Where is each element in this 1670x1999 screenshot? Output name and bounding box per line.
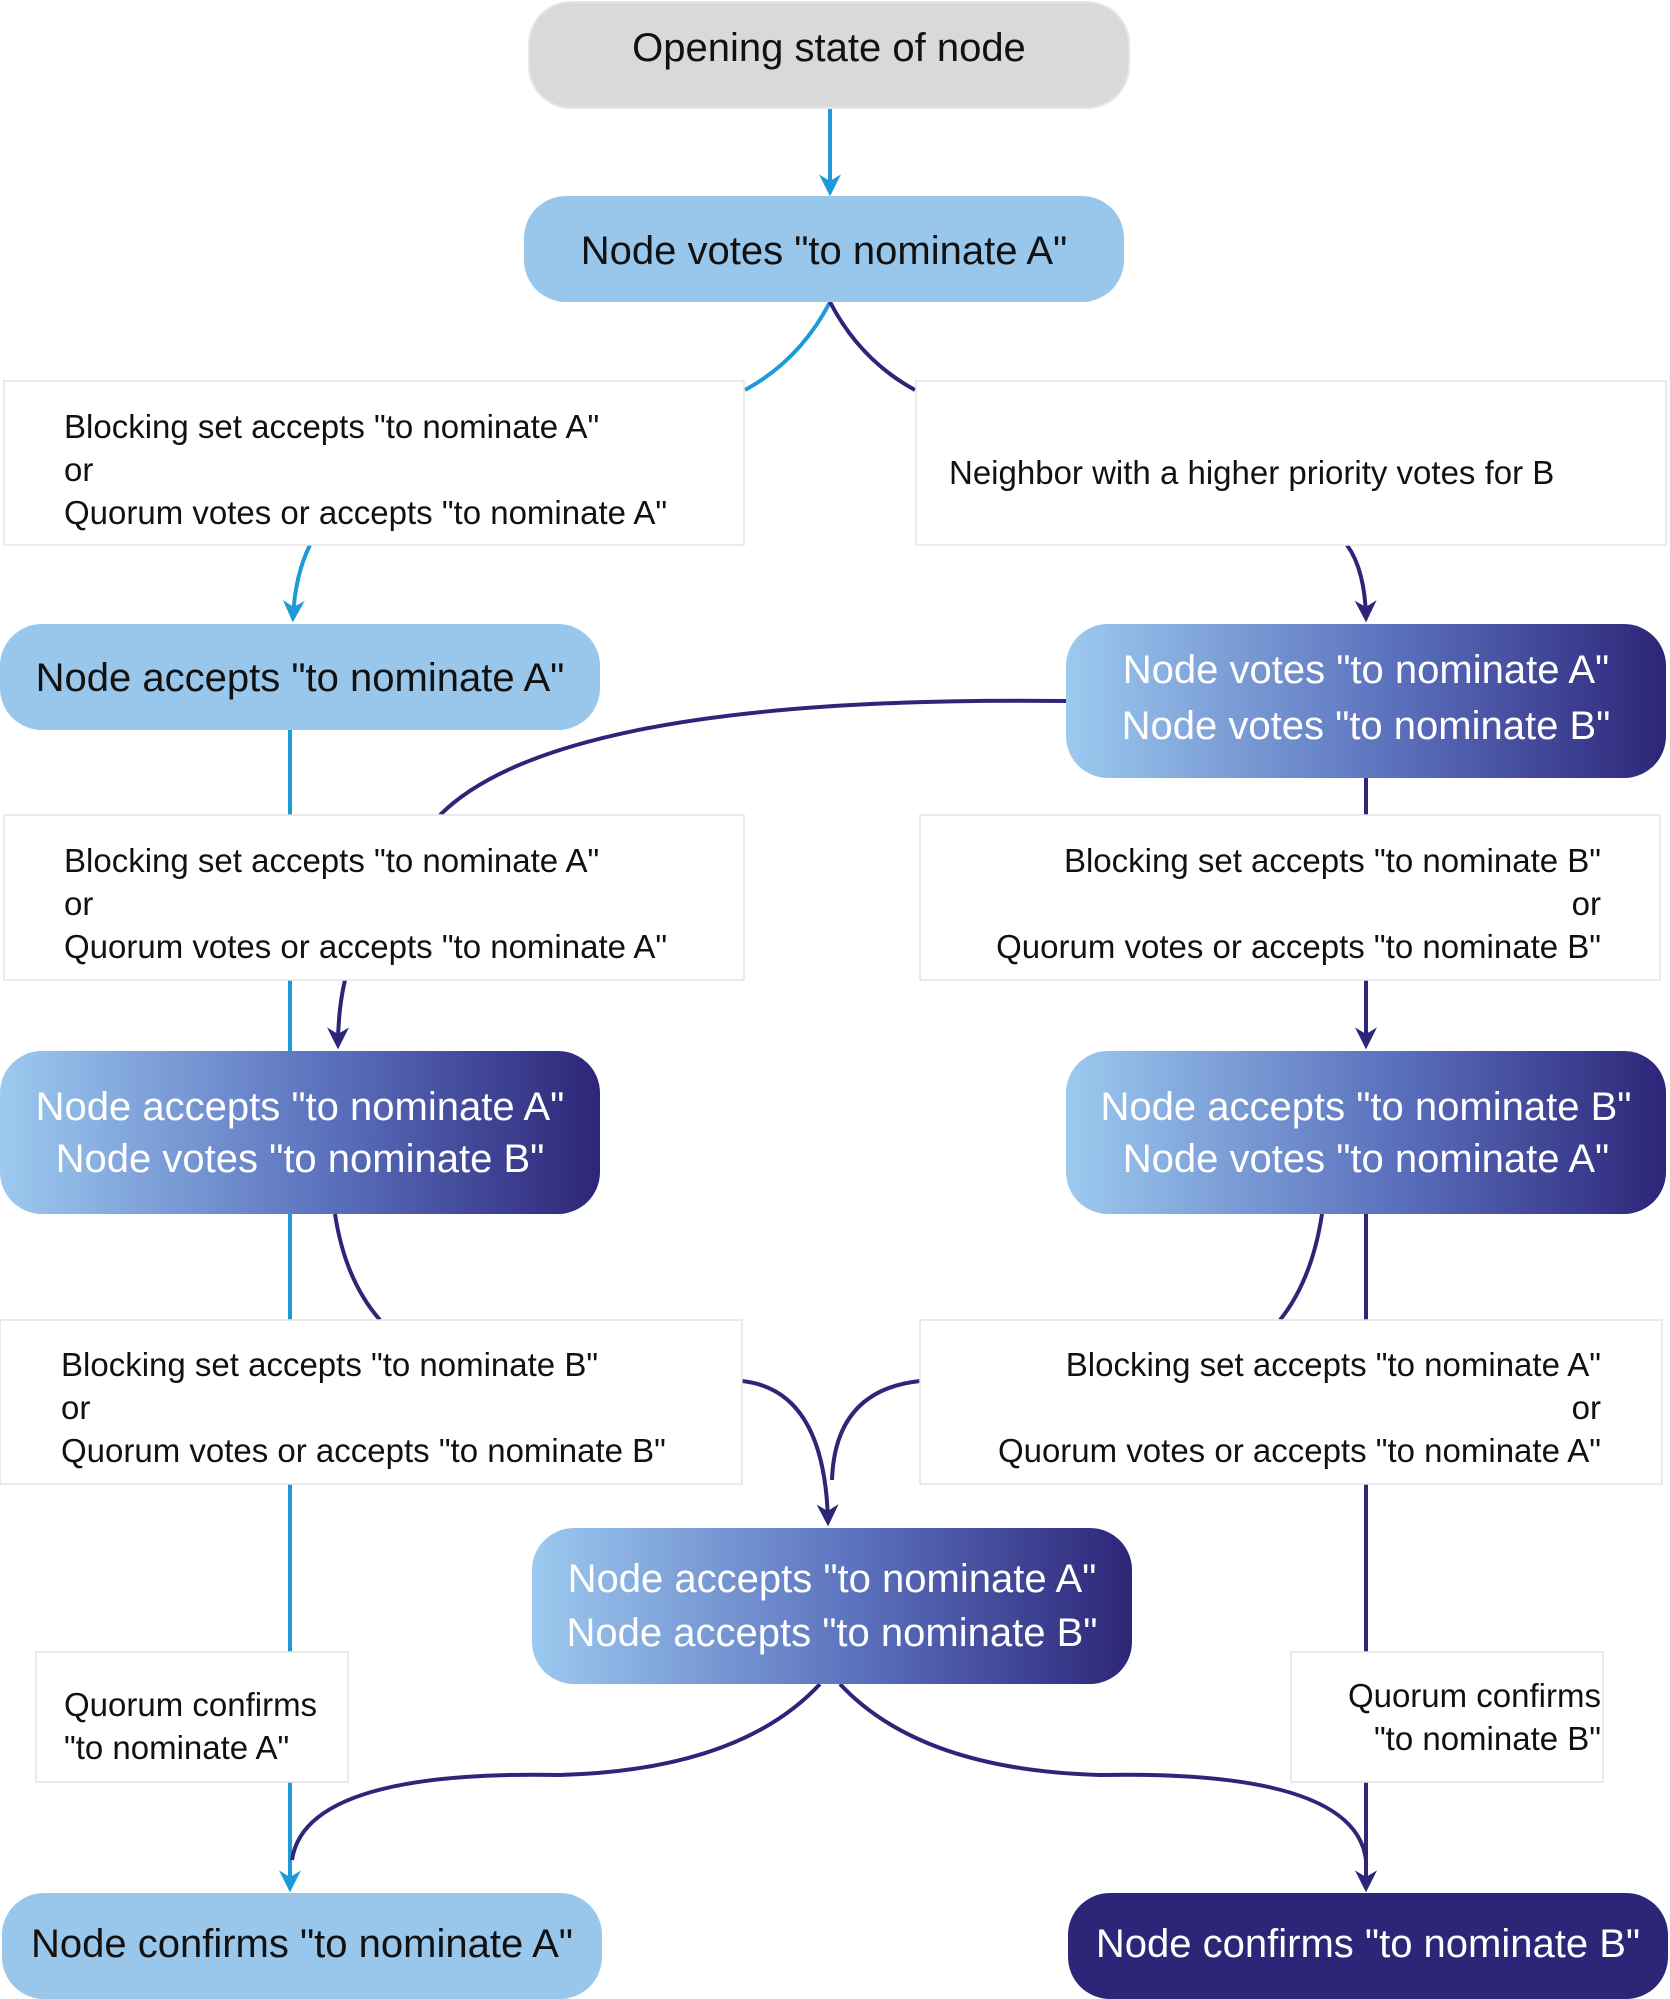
edge-votes-a-to-c2 xyxy=(828,301,916,392)
node-accepts-a-and-b: Node accepts "to nominate A" Node accept… xyxy=(532,1528,1132,1684)
node-accepts-a-and-b-line1: Node accepts "to nominate A" xyxy=(568,1557,1097,1601)
node-accepts-a-votes-b-line2: Node votes "to nominate B" xyxy=(56,1137,545,1181)
node-confirms-a-label: Node confirms "to nominate A" xyxy=(31,1922,573,1966)
node-votes-a-and-b-line2: Node votes "to nominate B" xyxy=(1122,704,1611,748)
node-accepts-b-votes-a: Node accepts "to nominate B" Node votes … xyxy=(1066,1051,1666,1214)
edge-votes-a-to-c1 xyxy=(744,301,832,392)
edge-accepts-ab-to-confirms-a xyxy=(290,1682,822,1861)
node-votes-a: Node votes "to nominate A" xyxy=(524,196,1124,302)
condition-c3: Blocking set accepts "to nominate A" or … xyxy=(3,814,745,981)
node-confirms-a: Node confirms "to nominate A" xyxy=(2,1893,602,1999)
edge-votes-ab-to-c3 xyxy=(438,698,1067,817)
node-accepts-b-votes-a-line2: Node votes "to nominate A" xyxy=(1123,1137,1609,1181)
edge-c3-to-accepts-a-votes-b xyxy=(327,979,350,1050)
condition-c1-line1: Blocking set accepts "to nominate A" xyxy=(64,408,599,445)
node-votes-a-and-b-line1: Node votes "to nominate A" xyxy=(1123,648,1609,692)
condition-c2-line1: Neighbor with a higher priority votes fo… xyxy=(949,454,1554,491)
edge-accepts-a-votes-b-to-c5 xyxy=(333,1213,382,1322)
condition-c5-line1: Blocking set accepts "to nominate B" xyxy=(61,1346,598,1383)
condition-c6-line1: Blocking set accepts "to nominate A" xyxy=(1066,1346,1601,1383)
condition-c1: Blocking set accepts "to nominate A" or … xyxy=(3,380,745,546)
condition-c7-line2: "to nominate A" xyxy=(64,1729,289,1766)
node-accepts-a: Node accepts "to nominate A" xyxy=(0,624,600,730)
condition-c4-line1: Blocking set accepts "to nominate B" xyxy=(1064,842,1601,879)
condition-c2: Neighbor with a higher priority votes fo… xyxy=(915,380,1667,546)
node-votes-a-label: Node votes "to nominate A" xyxy=(581,229,1067,273)
condition-c4: Blocking set accepts "to nominate B" or … xyxy=(919,814,1661,981)
condition-c7: Quorum confirms "to nominate A" xyxy=(35,1651,349,1783)
condition-c4-line2: or xyxy=(1572,885,1601,922)
edge-c6-to-accepts-ab xyxy=(830,1379,921,1481)
condition-c6: Blocking set accepts "to nominate A" or … xyxy=(919,1319,1663,1485)
node-opening-state: Opening state of node xyxy=(528,1,1130,109)
edge-accepts-ab-to-confirms-b xyxy=(838,1682,1368,1861)
condition-c1-line2: or xyxy=(64,451,93,488)
node-opening-state-label: Opening state of node xyxy=(632,26,1026,70)
condition-c8-line1: Quorum confirms xyxy=(1348,1677,1601,1714)
condition-c8: Quorum confirms "to nominate B" xyxy=(1290,1651,1604,1783)
edge-c1-to-accepts-a xyxy=(282,544,312,623)
edge-c2-to-votes-ab xyxy=(1345,543,1377,623)
condition-c8-line2: "to nominate B" xyxy=(1374,1720,1601,1757)
condition-c6-line2: or xyxy=(1572,1389,1601,1426)
condition-c5-line2: or xyxy=(61,1389,90,1426)
condition-c7-line1: Quorum confirms xyxy=(64,1686,317,1723)
node-accepts-b-votes-a-line1: Node accepts "to nominate B" xyxy=(1101,1085,1632,1129)
condition-c6-line3: Quorum votes or accepts "to nominate A" xyxy=(998,1432,1601,1469)
condition-c1-line3: Quorum votes or accepts "to nominate A" xyxy=(64,494,667,531)
condition-c4-line3: Quorum votes or accepts "to nominate B" xyxy=(996,928,1601,965)
node-accepts-a-label: Node accepts "to nominate A" xyxy=(36,656,565,700)
condition-c3-line2: or xyxy=(64,885,93,922)
node-accepts-a-votes-b: Node accepts "to nominate A" Node votes … xyxy=(0,1051,600,1214)
condition-c5-line3: Quorum votes or accepts "to nominate B" xyxy=(61,1432,666,1469)
node-confirms-b-label: Node confirms "to nominate B" xyxy=(1096,1922,1640,1966)
edge-accepts-b-votes-a-to-c6 xyxy=(1278,1213,1324,1322)
node-accepts-a-and-b-line2: Node accepts "to nominate B" xyxy=(567,1611,1098,1655)
node-accepts-a-votes-b-line1: Node accepts "to nominate A" xyxy=(36,1085,565,1129)
node-votes-a-and-b: Node votes "to nominate A" Node votes "t… xyxy=(1066,624,1666,778)
node-confirms-b: Node confirms "to nominate B" xyxy=(1068,1893,1668,1999)
condition-c3-line1: Blocking set accepts "to nominate A" xyxy=(64,842,599,879)
condition-c5: Blocking set accepts "to nominate B" or … xyxy=(0,1319,743,1485)
edge-c5-to-accepts-ab xyxy=(741,1379,839,1527)
condition-c3-line3: Quorum votes or accepts "to nominate A" xyxy=(64,928,667,965)
